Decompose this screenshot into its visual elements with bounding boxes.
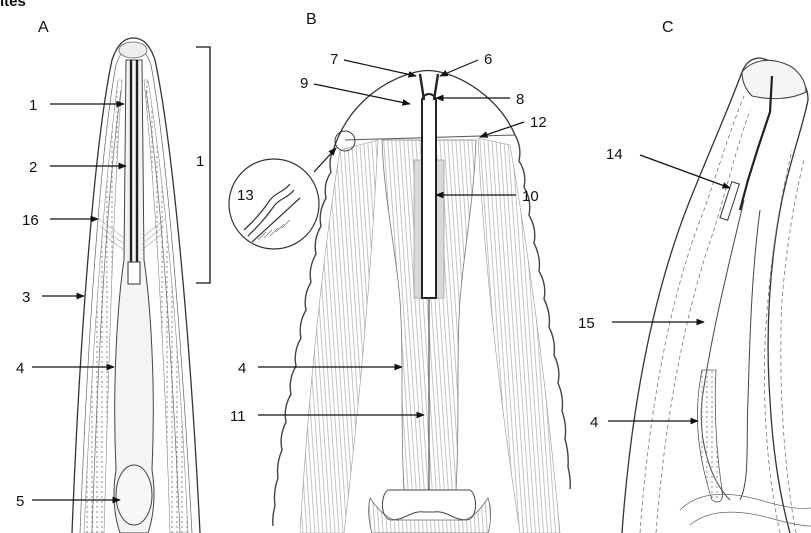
label-a5: 5: [16, 493, 24, 510]
panel-c-body-outline-left: [622, 58, 760, 533]
label-b7: 7: [330, 51, 338, 68]
label-a3: 3: [22, 289, 30, 306]
panel-a-label: A: [38, 19, 49, 36]
panel-c-body-outline-right: [760, 58, 808, 533]
panel-c-intestine-curve-2: [690, 512, 811, 526]
panel-a-basal-bulb: [116, 465, 152, 525]
label-b12: 12: [530, 114, 547, 131]
panel-c-head: [742, 60, 806, 98]
panel-c-label: C: [662, 19, 674, 36]
panel-b-inset-circle: [229, 159, 319, 249]
leader-b9: [314, 84, 410, 104]
panel-b-right-muscle: [478, 138, 560, 533]
panel-c-dorsal-gland: [697, 370, 722, 502]
leader-b12: [480, 122, 524, 137]
label-c4: 4: [590, 414, 598, 431]
label-c15: 15: [578, 315, 595, 332]
panel-c-dash-4: [781, 160, 804, 533]
panel-c: C 14 15 4: [578, 19, 811, 533]
panel-b-zoom-arrow: [314, 148, 336, 172]
panel-b-label: B: [306, 11, 317, 28]
leader-b6: [440, 60, 478, 76]
top-text-fragment: ites: [0, 0, 26, 10]
label-b10: 10: [522, 188, 539, 205]
panel-c-dash-1: [640, 96, 744, 533]
panel-b-basal-bulb: [382, 490, 475, 520]
label-b4: 4: [238, 360, 246, 377]
panel-a: A 1 1 2 16 3 4 5: [16, 19, 210, 533]
panel-a-stoma-junction: [128, 262, 140, 284]
leader-c14: [640, 155, 730, 188]
panel-b-stoma: [422, 94, 436, 298]
label-b11: 11: [230, 408, 246, 425]
label-a1: 1: [29, 97, 37, 114]
panel-b: B 13 7 6 9: [229, 11, 570, 533]
panel-a-head-cap: [119, 42, 147, 58]
label-a16: 16: [22, 212, 39, 229]
panel-a-esophagus: [114, 60, 154, 533]
panel-b-zoom-circle: [335, 131, 355, 151]
panel-c-intestine-curve: [680, 494, 811, 510]
label-b13: 13: [237, 187, 254, 204]
label-b9: 9: [300, 75, 308, 92]
label-a2: 2: [29, 159, 37, 176]
label-b8: 8: [516, 91, 524, 108]
bracket-label-1: 1: [196, 153, 204, 170]
leader-b7: [344, 60, 416, 76]
label-c14: 14: [606, 146, 623, 163]
label-b6: 6: [484, 51, 492, 68]
label-a4: 4: [16, 360, 24, 377]
